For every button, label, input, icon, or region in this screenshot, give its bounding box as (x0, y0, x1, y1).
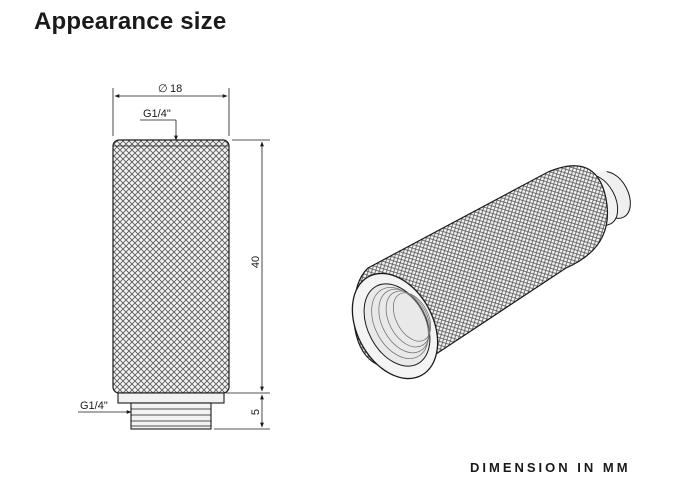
knurled-body (112, 139, 230, 394)
diameter-dimension: ∅ 18 (112, 83, 230, 136)
bottom-shoulder (117, 392, 225, 404)
units-note: DIMENSION IN MM (470, 460, 631, 475)
length-value: 40 (250, 256, 262, 268)
top-thread-label: G1/4" (143, 108, 171, 120)
bottom-thread-callout: G1/4" (78, 400, 132, 414)
isometric-view (351, 165, 631, 380)
bottom-thread-label: G1/4" (80, 400, 108, 412)
length-dimension: 40 5 (214, 139, 270, 430)
top-thread-callout: G1/4" (140, 108, 178, 141)
front-view: ∅ 18 G1/4" G1/4" 40 5 (78, 83, 270, 430)
male-thread (130, 402, 212, 430)
diameter-symbol: ∅ (158, 83, 168, 95)
thread-length-value: 5 (250, 409, 262, 415)
iso-internal-thread (371, 287, 432, 359)
diameter-value: 18 (170, 83, 182, 95)
page-title: Appearance size (34, 8, 227, 35)
